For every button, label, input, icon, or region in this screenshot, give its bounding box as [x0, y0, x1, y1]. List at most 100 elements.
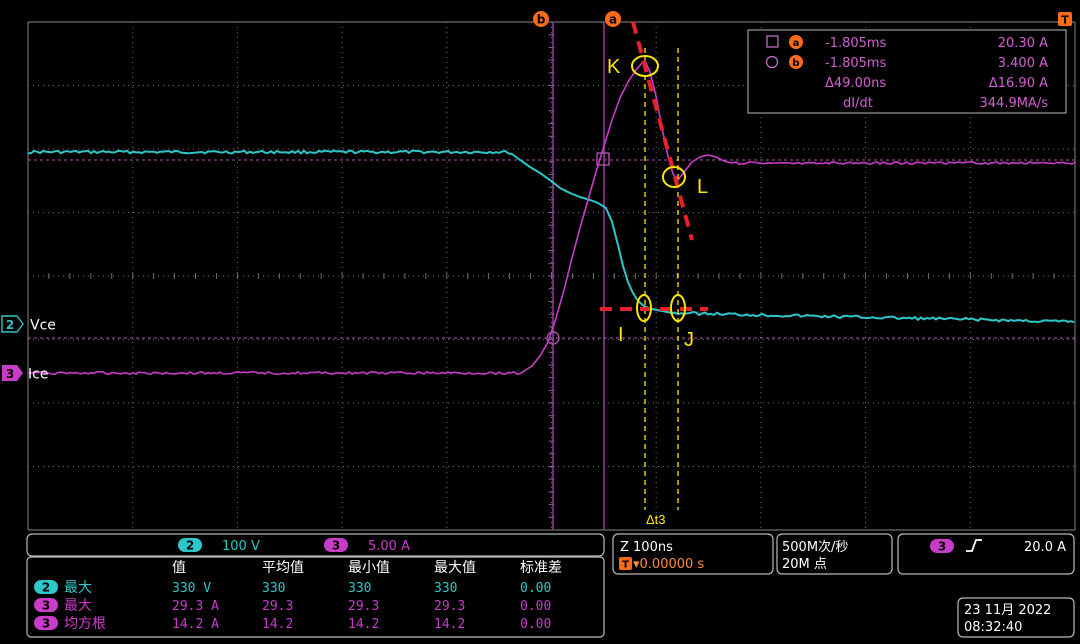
graticule-grid [27, 21, 1076, 531]
measurement-value: 14.2 [348, 617, 379, 632]
measurement-row[interactable]: 3 最大 29.3 A 29.3 29.3 29.3 0.00 [34, 598, 551, 614]
measurement-label: 最大 [64, 598, 92, 614]
channel-3-label: Ice [28, 367, 48, 383]
trigger-pos-icon-label: T [622, 560, 629, 571]
cursor-a-badge-icon [789, 35, 803, 49]
time-value: 08:32:40 [964, 620, 1022, 635]
readout-delta-value: Δ16.90 A [989, 76, 1048, 91]
ch3-scale-badge [324, 538, 348, 552]
measurement-value: 14.2 A [172, 617, 219, 632]
cursor-readout-panel: a -1.805ms 20.30 A b -1.805ms 3.400 A Δ4… [747, 29, 1067, 114]
cursor-a-top-marker[interactable]: a [605, 11, 621, 27]
cursor-b-badge-label: b [792, 58, 799, 69]
ch2-scale-value: 100 V [222, 539, 260, 554]
measurement-value: 0.00 [520, 599, 551, 614]
readout-a-time: -1.805ms [825, 36, 887, 51]
vce-trace [27, 149, 1075, 324]
point-l-marker [662, 166, 686, 188]
label-delta-t3: Δt3 [646, 512, 666, 527]
label-i: I [618, 324, 624, 346]
measurement-channel-badge [34, 616, 58, 630]
cursor-a-square-icon [766, 35, 779, 48]
cursor-b-circle-icon [765, 55, 779, 69]
trigger-channel-badge [930, 539, 954, 553]
measurement-value: 0.00 [520, 617, 551, 632]
measurement-table[interactable]: 值 平均值 最小值 最大值 标准差 2 最大 330 V 330 330 330 0.00 3 最大 29… [26, 556, 605, 638]
readout-delta-time: Δ49.00ns [825, 76, 886, 91]
measurement-value: 29.3 A [172, 599, 219, 614]
measurement-channel-badge [34, 598, 58, 612]
measurement-label: 最大 [64, 580, 92, 596]
point-j-marker [670, 294, 686, 322]
timebase-value: Z 100ns [620, 540, 673, 555]
measurement-rows: 2 最大 330 V 330 330 330 0.00 3 最大 29.3 A 29.3 29.3 29… [34, 580, 551, 632]
trigger-position-label: T [1061, 14, 1069, 27]
measurement-value: 29.3 [434, 599, 465, 614]
measurement-value: 29.3 [348, 599, 379, 614]
cursor-b-badge-icon [789, 55, 803, 69]
measurement-header: 值 [172, 560, 186, 576]
rising-edge-icon [966, 539, 982, 552]
point-i-marker [636, 294, 652, 322]
date-value: 23 11月 2022 [964, 603, 1051, 618]
measurement-channel-number: 3 [42, 599, 50, 613]
trigger-level-value: 20.0 A [1024, 540, 1066, 555]
trigger-channel-number: 3 [938, 540, 946, 554]
measurement-value: 330 [348, 581, 371, 596]
cursor-a-badge-label: a [793, 38, 800, 49]
readout-a-value: 20.30 A [998, 36, 1048, 51]
readout-didt-value: 344.9MA/s [980, 96, 1049, 111]
measurement-header: 最大值 [434, 560, 476, 576]
datetime-panel: 23 11月 2022 08:32:40 [957, 597, 1075, 638]
label-l: L [697, 176, 708, 198]
di-dt-slope-line [631, 21, 694, 241]
trigger-position-value: ▾0.00000 s [633, 557, 704, 572]
ch2-scale-badge-number: 2 [186, 539, 194, 553]
measurement-header: 最小值 [348, 560, 390, 576]
readout-didt-label: dI/dt [843, 96, 873, 111]
channel-2-label: Vce [30, 318, 56, 334]
cursor-a-label: a [609, 13, 617, 27]
trigger-pos-icon [619, 557, 632, 570]
acquisition-panel[interactable]: 500M次/秒 20M 点 [776, 533, 893, 575]
vertical-scale-bar[interactable]: 2 100 V 3 5.00 A [26, 533, 605, 557]
ice-trace [27, 62, 1076, 376]
measurement-label: 均方根 [64, 616, 106, 632]
measurement-row[interactable]: 2 最大 330 V 330 330 330 0.00 [34, 580, 551, 596]
readout-b-time: -1.805ms [825, 56, 887, 71]
cursor-b-circle-marker[interactable] [546, 331, 560, 345]
measurement-header: 标准差 [520, 560, 562, 576]
measurement-value: 14.2 [434, 617, 465, 632]
record-length-value: 20M 点 [782, 557, 827, 572]
channel-2-number: 2 [6, 318, 14, 332]
measurement-value: 330 [262, 581, 285, 596]
measurement-channel-number: 3 [42, 617, 50, 631]
measurement-channel-badge [34, 580, 58, 594]
ch3-scale-badge-number: 3 [332, 539, 340, 553]
sample-rate-value: 500M次/秒 [782, 539, 848, 555]
measurement-headers: 值 平均值 最小值 最大值 标准差 [172, 560, 562, 576]
measurement-value: 0.00 [520, 581, 551, 596]
measurement-value: 330 V [172, 581, 211, 596]
ch3-scale-value: 5.00 A [368, 539, 410, 554]
channel-2-marker[interactable]: 2 Vce [1, 315, 56, 334]
trigger-position-marker[interactable]: T [1058, 12, 1072, 27]
label-j: J [684, 329, 694, 351]
ch2-scale-badge [178, 538, 202, 552]
cursor-a-square-marker[interactable] [596, 152, 610, 166]
trigger-panel[interactable]: 3 20.0 A [897, 533, 1075, 575]
point-k-marker [631, 55, 659, 77]
cursor-b-top-marker[interactable]: b [533, 11, 549, 27]
label-k: K [607, 56, 621, 78]
measurement-row[interactable]: 3 均方根 14.2 A 14.2 14.2 14.2 0.00 [34, 616, 551, 632]
horizontal-settings-panel[interactable]: Z 100ns T ▾0.00000 s [612, 533, 774, 575]
cursor-b-label: b [537, 13, 546, 27]
measurement-header: 平均值 [262, 560, 304, 576]
channel-3-number: 3 [6, 367, 14, 381]
measurement-value: 29.3 [262, 599, 293, 614]
measurement-value: 14.2 [262, 617, 293, 632]
measurement-channel-number: 2 [42, 581, 50, 595]
channel-3-marker[interactable]: 3 Ice [2, 365, 48, 383]
measurement-value: 330 [434, 581, 457, 596]
